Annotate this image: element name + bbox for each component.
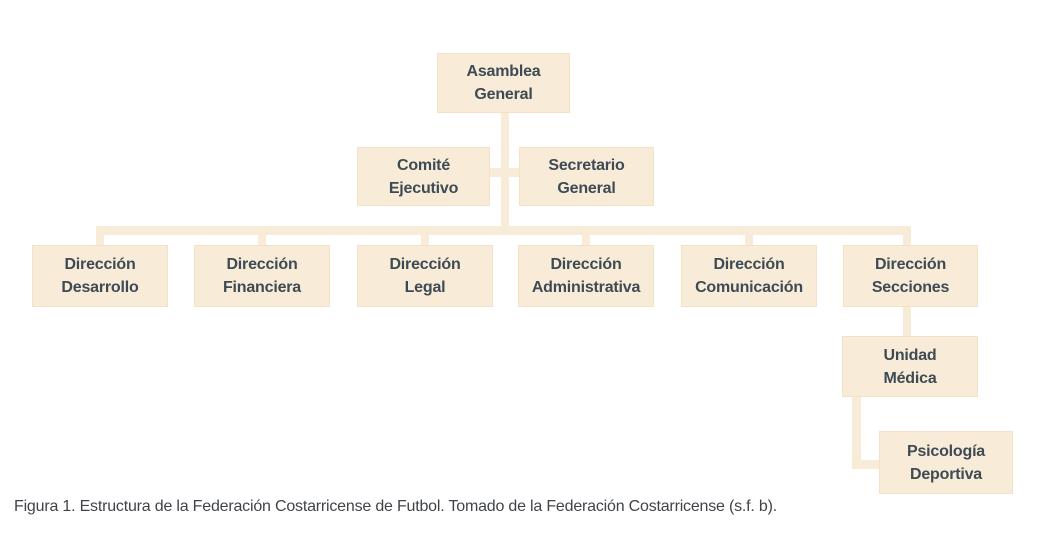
- connector-stub-direccion-administrativa: [582, 234, 590, 246]
- org-node-label-line: General: [557, 179, 616, 197]
- org-node-label-line: Dirección: [713, 256, 785, 273]
- org-node-label-line: Ejecutivo: [388, 179, 459, 197]
- connector-stub-direccion-desarrollo: [96, 234, 104, 246]
- org-node-label-line: Financiera: [222, 279, 302, 296]
- org-node-direccion-financiera: Dirección Financiera: [194, 245, 330, 307]
- org-node-label-line: General: [474, 86, 533, 103]
- org-node-label-line: Legal: [404, 279, 446, 296]
- org-node-label-line: Médica: [883, 369, 937, 387]
- connector-unidad-psicologia-vertical: [852, 396, 861, 469]
- org-node-label-line: Desarrollo: [61, 279, 139, 296]
- org-node-label-line: Deportiva: [910, 465, 982, 483]
- connector-secciones-unidad-medica: [903, 306, 911, 337]
- connector-unidad-psicologia-horizontal: [852, 460, 880, 469]
- org-node-label-line: Unidad: [883, 346, 937, 364]
- org-node-label-line: Dirección: [64, 256, 136, 273]
- org-node-label-line: Secciones: [871, 279, 950, 296]
- org-node-label-line: Administrativa: [531, 279, 641, 296]
- connector-stub-direccion-comunicacion: [745, 234, 753, 246]
- org-node-asamblea-general: Asamblea General: [437, 53, 570, 113]
- connector-comite-secretario: [486, 168, 523, 177]
- figure-caption: Figura 1. Estructura de la Federación Co…: [14, 498, 777, 515]
- org-node-unidad-medica: Unidad Médica: [842, 336, 978, 397]
- connector-trunk-horizontal: [96, 226, 911, 235]
- org-node-direccion-administrativa: Dirección Administrativa: [518, 245, 654, 307]
- connector-stub-direccion-secciones: [903, 234, 911, 246]
- org-node-label-line: Dirección: [389, 256, 461, 273]
- org-node-secretario-general: Secretario General: [519, 147, 654, 206]
- org-node-label-line: Dirección: [226, 256, 298, 273]
- org-node-direccion-desarrollo: Dirección Desarrollo: [32, 245, 168, 307]
- org-node-label-line: Dirección: [550, 256, 622, 273]
- org-node-label-line: Psicología: [906, 442, 986, 460]
- connector-stub-direccion-financiera: [258, 234, 266, 246]
- org-node-psicologia-deportiva: Psicología Deportiva: [879, 431, 1013, 494]
- org-node-label-line: Secretario: [548, 156, 625, 174]
- org-node-direccion-secciones: Dirección Secciones: [843, 245, 978, 307]
- org-node-label-line: Dirección: [874, 256, 947, 273]
- org-node-direccion-legal: Dirección Legal: [357, 245, 493, 307]
- org-node-label-line: Comunicación: [695, 279, 803, 296]
- org-node-comite-ejecutivo: Comité Ejecutivo: [357, 147, 490, 206]
- connector-stub-direccion-legal: [421, 234, 429, 246]
- org-node-label-line: Comité: [396, 156, 451, 174]
- org-node-direccion-comunicacion: Dirección Comunicación: [681, 245, 817, 307]
- org-node-label-line: Asamblea: [466, 63, 541, 80]
